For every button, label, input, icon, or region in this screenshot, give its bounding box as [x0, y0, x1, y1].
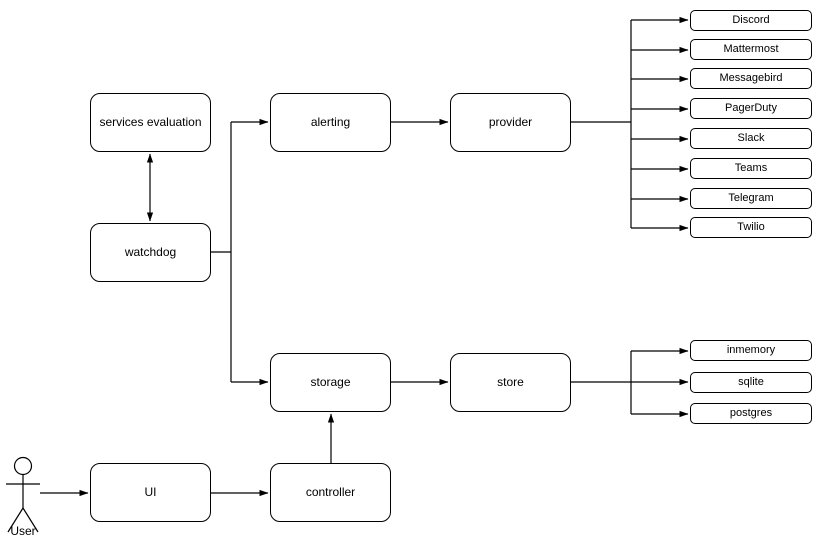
node-postgres[interactable]: postgres: [690, 403, 812, 424]
node-label: storage: [310, 374, 351, 389]
node-mattermost[interactable]: Mattermost: [690, 39, 812, 60]
node-sqlite[interactable]: sqlite: [690, 372, 812, 393]
node-telegram[interactable]: Telegram: [690, 188, 812, 209]
node-label: Telegram: [728, 192, 774, 205]
node-ui[interactable]: UI: [90, 463, 211, 522]
node-services-evaluation[interactable]: services evaluation: [90, 93, 211, 152]
node-label: Mattermost: [723, 43, 779, 56]
node-storage[interactable]: storage: [270, 353, 391, 412]
node-label: sqlite: [738, 376, 764, 389]
node-alerting[interactable]: alerting: [270, 93, 391, 152]
node-messagebird[interactable]: Messagebird: [690, 68, 812, 89]
node-controller[interactable]: controller: [270, 463, 391, 522]
node-label: Twilio: [737, 221, 765, 234]
user-actor-label: User: [10, 524, 36, 538]
node-label: postgres: [729, 407, 773, 420]
node-store[interactable]: store: [450, 353, 571, 412]
node-teams[interactable]: Teams: [690, 158, 812, 179]
node-label: inmemory: [726, 344, 776, 357]
node-twilio[interactable]: Twilio: [690, 217, 812, 238]
node-slack[interactable]: Slack: [690, 128, 812, 149]
node-label: provider: [488, 114, 533, 129]
node-watchdog[interactable]: watchdog: [90, 223, 211, 282]
node-label: Slack: [737, 132, 765, 145]
node-label: controller: [305, 484, 356, 499]
node-label: Messagebird: [719, 72, 783, 85]
node-label: UI: [144, 484, 157, 499]
node-label: store: [497, 374, 524, 389]
node-label: Teams: [734, 162, 768, 175]
node-label: services evaluation: [99, 114, 202, 129]
node-discord[interactable]: Discord: [690, 10, 812, 31]
node-provider[interactable]: provider: [450, 93, 571, 152]
node-pagerduty[interactable]: PagerDuty: [690, 98, 812, 119]
node-label: Discord: [732, 14, 770, 27]
node-inmemory[interactable]: inmemory: [690, 340, 812, 361]
node-label: alerting: [310, 114, 351, 129]
stick-figure-icon: [6, 456, 40, 533]
node-label: PagerDuty: [725, 102, 777, 115]
node-label: watchdog: [124, 244, 177, 259]
